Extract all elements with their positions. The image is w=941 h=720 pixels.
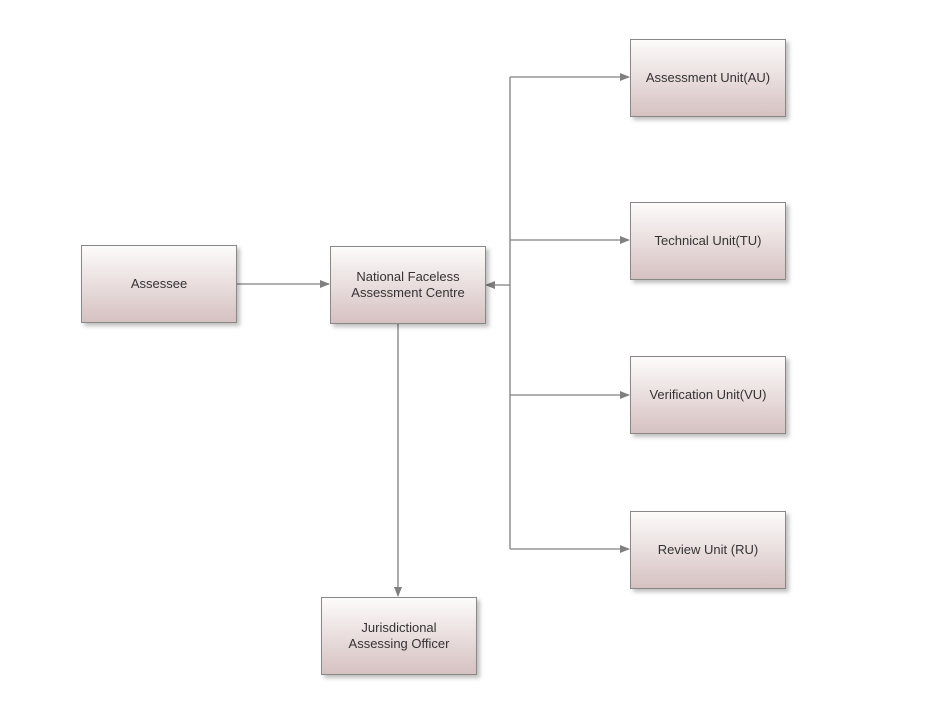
node-technical-unit: Technical Unit(TU) bbox=[630, 202, 786, 280]
node-nfac: National Faceless Assessment Centre bbox=[330, 246, 486, 324]
node-verification-unit: Verification Unit(VU) bbox=[630, 356, 786, 434]
node-assessee: Assessee bbox=[81, 245, 237, 323]
node-review-unit: Review Unit (RU) bbox=[630, 511, 786, 589]
node-jurisdictional-officer: Jurisdictional Assessing Officer bbox=[321, 597, 477, 675]
node-assessment-unit: Assessment Unit(AU) bbox=[630, 39, 786, 117]
